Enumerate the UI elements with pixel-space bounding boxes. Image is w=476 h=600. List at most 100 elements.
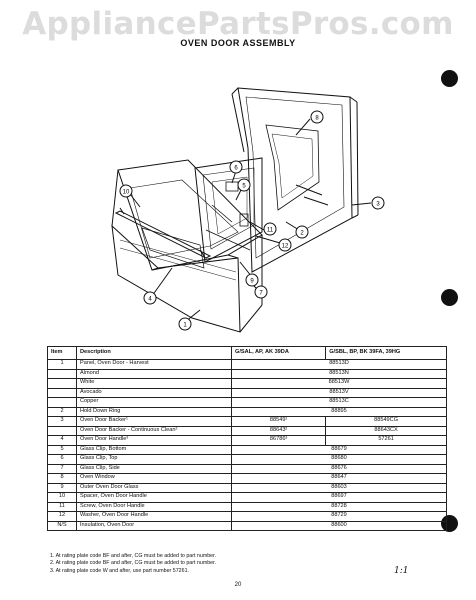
- cell-item: 10: [47, 492, 77, 503]
- callout-5: [237, 178, 251, 192]
- cell-part-number-a: 86786³: [230, 435, 327, 446]
- cell-part-number: 88680: [231, 454, 447, 465]
- cell-item: 1: [47, 359, 77, 370]
- cell-description: Outer Oven Door Glass: [76, 482, 232, 493]
- cell-part-number-b: 88643CX: [325, 425, 447, 436]
- cell-part-number: 88513D: [231, 359, 447, 370]
- cell-item: 12: [47, 511, 77, 522]
- table-header-row: Item Description G/SAL, AP, AK 39DA G/SB…: [47, 346, 447, 360]
- cell-part-number: 88513C: [231, 397, 447, 408]
- cell-item: 4: [47, 435, 77, 446]
- cell-description: Washer, Oven Door Handle: [76, 511, 232, 522]
- exploded-diagram: 8 3 6 5 10 11 12 2 9 7 4 1: [111, 87, 385, 333]
- header-col-b: G/SBL, BP, BK 39FA, 39HG: [325, 346, 447, 360]
- page-title: OVEN DOOR ASSEMBLY: [180, 38, 296, 48]
- header-col-a: G/SAL, AP, AK 39DA: [230, 346, 327, 360]
- oven-door-panel: [111, 159, 263, 333]
- cell-description: Screw, Oven Door Handle: [76, 501, 232, 512]
- footnote: 2. At rating plate code BF and after, CG…: [50, 560, 217, 567]
- svg-text:6: 6: [234, 166, 238, 172]
- glass-clip-top: [225, 181, 239, 192]
- cell-part-number: 88600: [231, 520, 447, 531]
- callout-4: [143, 291, 157, 305]
- svg-text:12: 12: [282, 244, 289, 250]
- cell-description: Spacer, Oven Door Handle: [76, 492, 232, 503]
- cell-description: Oven Door Backer¹: [76, 416, 232, 427]
- callout-8: [310, 110, 324, 124]
- svg-text:9: 9: [250, 279, 254, 285]
- watermark: AppliancePartsPros.com: [22, 6, 454, 42]
- callout-12: [278, 238, 292, 252]
- cell-part-number-a: 88643²: [230, 425, 327, 436]
- callout-7: [254, 285, 268, 299]
- cell-item: [47, 368, 77, 379]
- cell-part-number-b: 57261: [325, 435, 447, 446]
- cell-description: Oven Window: [76, 473, 232, 484]
- callout-11: [263, 222, 277, 236]
- cell-item: 7: [47, 463, 77, 474]
- svg-text:5: 5: [242, 184, 246, 190]
- svg-text:8: 8: [315, 116, 319, 122]
- cell-description: Oven Door Handle³: [76, 435, 232, 446]
- svg-text:11: 11: [267, 228, 274, 234]
- cell-description: Avocado: [76, 387, 232, 398]
- cell-description: Almond: [76, 368, 232, 379]
- cell-item: 11: [47, 501, 77, 512]
- footnotes: 1. At rating plate code BF and after, CG…: [50, 553, 216, 575]
- cell-part-number: 88728: [231, 501, 447, 512]
- svg-text:7: 7: [259, 291, 263, 297]
- callout-6: [229, 160, 243, 174]
- svg-text:1: 1: [183, 323, 187, 329]
- handwritten-note: 1:1: [394, 566, 409, 576]
- cell-part-number: 88513W: [231, 378, 447, 389]
- cell-item: 6: [47, 454, 77, 465]
- cell-description: Glass Clip, Bottom: [76, 444, 232, 455]
- cell-description: Insulation, Oven Door: [76, 520, 232, 531]
- parts-table: Item Description G/SAL, AP, AK 39DA G/SB…: [47, 346, 447, 531]
- cell-item: 9: [47, 482, 77, 493]
- cell-item: 5: [47, 444, 77, 455]
- callout-9: [245, 273, 259, 287]
- cell-item: N/S: [47, 520, 77, 531]
- cell-part-number-b: 88549CG: [325, 416, 447, 427]
- cell-part-number: 88679: [231, 444, 447, 455]
- svg-text:2: 2: [300, 231, 304, 237]
- svg-text:10: 10: [123, 190, 130, 196]
- cell-description: Panel, Oven Door - Harvest: [76, 359, 232, 370]
- cell-item: [47, 425, 77, 436]
- cell-description: Glass Clip, Side: [76, 463, 232, 474]
- callout-3: [371, 196, 385, 210]
- header-description: Description: [76, 346, 232, 360]
- cell-part-number: 88895: [231, 406, 447, 417]
- header-item: Item: [47, 346, 77, 360]
- cell-part-number: 88603: [231, 482, 447, 493]
- binder-hole: [441, 289, 458, 306]
- footnote: 3. At rating plate code W and after, use…: [50, 567, 189, 574]
- callout-10: [119, 184, 133, 198]
- cell-item: 2: [47, 406, 77, 417]
- cell-part-number-a: 88549¹: [230, 416, 327, 427]
- cell-item: 8: [47, 473, 77, 484]
- oven-door-backer: [231, 87, 359, 273]
- cell-part-number: 88697: [231, 492, 447, 503]
- cell-item: 3: [47, 416, 77, 427]
- cell-part-number: 88729: [231, 511, 447, 522]
- cell-part-number: 88676: [231, 463, 447, 474]
- callout-1: [178, 317, 192, 331]
- cell-item: [47, 397, 77, 408]
- glass-clip-side: [239, 213, 249, 227]
- footnote: 1. At rating plate code BF and after, CG…: [50, 553, 217, 559]
